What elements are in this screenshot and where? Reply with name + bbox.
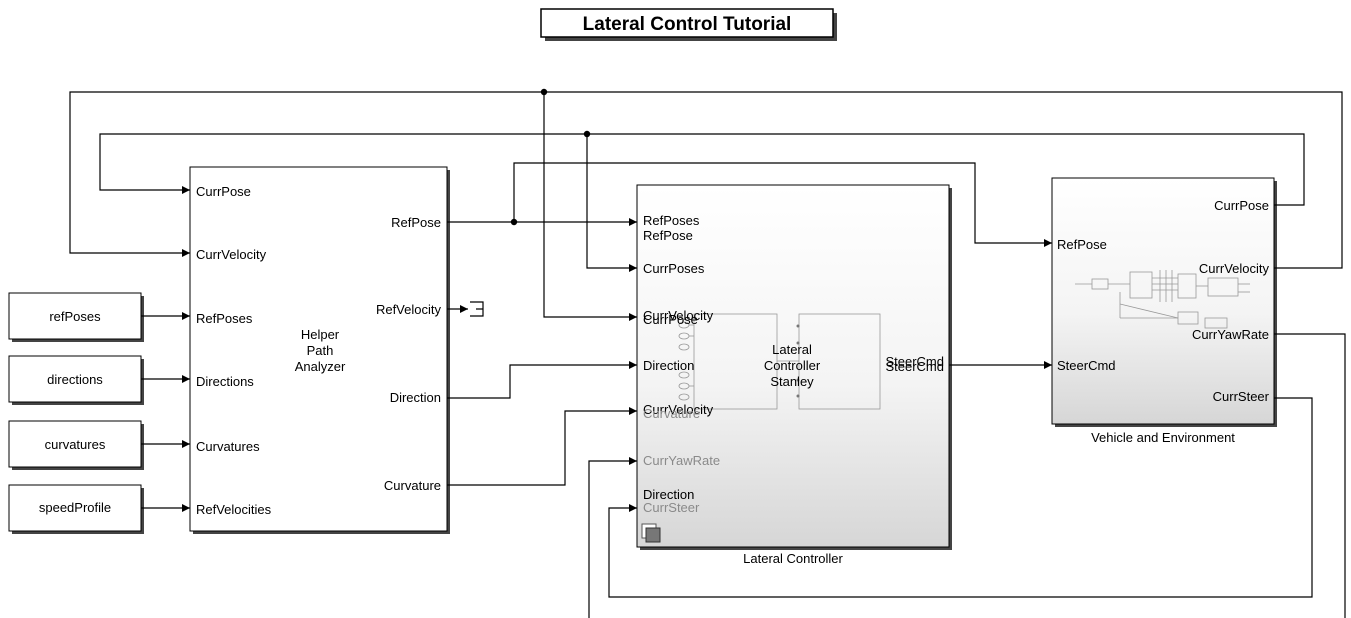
currsteer-feedback-line[interactable] xyxy=(608,397,1313,598)
port-label: Direction xyxy=(643,358,694,373)
curryawrate-input-line[interactable] xyxy=(588,457,637,618)
port-label: CurrSteer xyxy=(643,500,700,515)
diagram-title[interactable]: Lateral Control Tutorial xyxy=(540,8,837,41)
port-label: CurrPoses xyxy=(643,261,705,276)
source-block-curvatures[interactable]: curvatures xyxy=(8,420,144,470)
block-name-line: Analyzer xyxy=(295,359,346,374)
output-port-label: Direction xyxy=(390,390,441,405)
currpose-feedback-line[interactable] xyxy=(99,133,1305,206)
inner-subsystem-preview xyxy=(678,313,881,410)
port-label: Direction xyxy=(643,487,694,502)
output-port-label: CurrPose xyxy=(1214,198,1269,213)
block-caption: Vehicle and Environment xyxy=(1091,430,1235,445)
input-port-label: RefPoses xyxy=(196,311,253,326)
port-label: RefPoses xyxy=(643,213,700,228)
terminator-icon[interactable] xyxy=(470,301,484,317)
source-block-directions[interactable]: directions xyxy=(8,355,144,405)
port-label: SteerCmd xyxy=(885,359,944,374)
block-name-line: Path xyxy=(307,343,334,358)
output-port-label: CurrSteer xyxy=(1213,389,1270,404)
currpose-branch-line[interactable] xyxy=(586,134,637,272)
block-caption: Lateral Controller xyxy=(743,551,843,566)
input-port-label: CurrVelocity xyxy=(196,247,267,262)
path-analyzer-block[interactable]: Helper Path Analyzer CurrPose CurrVeloci… xyxy=(189,166,450,534)
output-port-label: RefVelocity xyxy=(376,302,442,317)
output-port-label: RefPose xyxy=(391,215,441,230)
source-label: speedProfile xyxy=(39,500,111,515)
source-block-refposes[interactable]: refPoses xyxy=(8,292,144,342)
vehicle-environment-block[interactable]: RefPose SteerCmd CurrPose CurrVelocity C… xyxy=(1051,177,1277,427)
output-port-label: CurrVelocity xyxy=(1199,261,1270,276)
source-block-speedprofile[interactable]: speedProfile xyxy=(8,484,144,534)
port-label: CurrPose xyxy=(643,312,698,327)
lateral-controller-block[interactable]: Lateral Controller Stanley RefPoses RefP… xyxy=(636,184,952,550)
port-label: Curvature xyxy=(643,406,700,421)
inner-block-name: Controller xyxy=(764,358,821,373)
input-port-label: CurrPose xyxy=(196,184,251,199)
source-label: curvatures xyxy=(45,437,106,452)
source-label: refPoses xyxy=(49,309,101,324)
port-label: CurrVelocity xyxy=(643,308,714,323)
source-label: directions xyxy=(47,372,103,387)
inner-block-name: Lateral xyxy=(772,342,812,357)
input-port-label: Curvatures xyxy=(196,439,260,454)
currvelocity-branch-line[interactable] xyxy=(543,92,637,321)
refpose-branch-line[interactable] xyxy=(513,162,1052,247)
output-port-label: Curvature xyxy=(384,478,441,493)
currvelocity-feedback-line[interactable] xyxy=(69,91,1343,269)
title-text: Lateral Control Tutorial xyxy=(583,14,792,35)
input-port-label: RefVelocities xyxy=(196,502,272,517)
input-port-label: SteerCmd xyxy=(1057,358,1116,373)
port-label: CurrVelocity xyxy=(643,402,714,417)
direction-line[interactable] xyxy=(447,361,637,399)
block-name-line: Helper xyxy=(301,327,340,342)
port-label: SteerCmd xyxy=(885,354,944,369)
port-label: CurrYawRate xyxy=(643,453,720,468)
curryawrate-feedback-line[interactable] xyxy=(1274,333,1346,618)
input-port-label: Directions xyxy=(196,374,254,389)
port-label: RefPose xyxy=(643,228,693,243)
output-port-label: CurrYawRate xyxy=(1192,327,1269,342)
inner-block-name: Stanley xyxy=(770,374,814,389)
subsystem-mask-icon[interactable] xyxy=(641,523,661,543)
input-port-label: RefPose xyxy=(1057,237,1107,252)
curvature-line[interactable] xyxy=(447,407,637,486)
inner-model-preview xyxy=(1075,270,1250,329)
